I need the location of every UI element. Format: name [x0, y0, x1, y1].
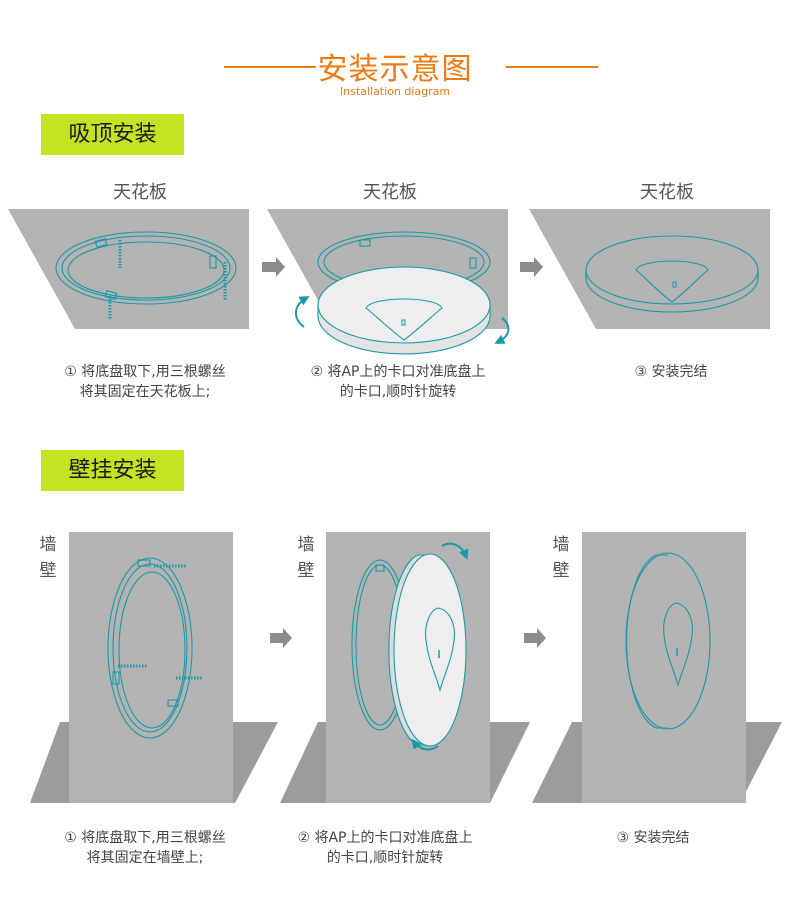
screw-icon [108, 240, 227, 320]
rotate-arrow-icon [441, 542, 469, 560]
wall-label-1-bottom: 壁 [39, 561, 57, 581]
wall-step-1-caption: ① 将底盘取下,用三根螺丝 将其固定在墙壁上; [64, 830, 226, 866]
wall-label-1-top: 墙 [39, 535, 57, 555]
ceiling-panel-1 [8, 209, 249, 329]
wall-label-3-top: 墙 [552, 535, 570, 555]
wall-label-3-bottom: 壁 [552, 561, 570, 581]
wall-step-2-caption: ② 将AP上的卡口对准底盘上 的卡口,顺时针旋转 [297, 830, 473, 866]
arrow-right-icon [524, 628, 546, 648]
wall-label-2-top: 墙 [297, 535, 315, 555]
ceiling-step3-illustration [529, 209, 770, 329]
ceiling-step-2-caption: ② 将AP上的卡口对准底盘上 的卡口,顺时针旋转 [310, 364, 486, 400]
ap-device [317, 266, 491, 355]
ceiling-heading: 吸顶安装 [41, 114, 184, 155]
ceiling-label-2: 天花板 [363, 182, 417, 203]
wall-panel-3 [582, 532, 746, 803]
wall-step3-illustration [532, 532, 782, 803]
title-rule-left [224, 66, 316, 68]
ceiling-step2-illustration [267, 209, 510, 355]
arrow-right-icon [270, 628, 292, 648]
title-rule-right [506, 66, 598, 68]
wall-panel-1 [69, 532, 233, 803]
arrow-right-icon [520, 257, 543, 277]
ceiling-step-3-caption: ③ 安装完结 [634, 364, 708, 380]
wall-label-2-bottom: 壁 [297, 561, 315, 581]
screw-icon [118, 564, 203, 680]
wall-step1-illustration [30, 532, 278, 803]
rotate-arrow-icon [411, 738, 439, 751]
ceiling-step-1-caption: ① 将底盘取下,用三根螺丝 将其固定在天花板上; [64, 364, 226, 400]
page-subtitle: Installation diagram [339, 85, 451, 98]
ceiling-label-1: 天花板 [113, 182, 167, 203]
page-title: 安装示意图 [317, 52, 473, 87]
arrow-right-icon [262, 257, 285, 277]
ceiling-step1-illustration [8, 209, 249, 329]
rotate-arrow-icon [295, 295, 310, 328]
wall-step2-illustration [280, 532, 530, 803]
rotate-arrow-icon [494, 317, 510, 344]
wall-heading: 壁挂安装 [41, 450, 184, 491]
ap-device-wall [388, 553, 467, 747]
ceiling-label-3: 天花板 [640, 182, 694, 203]
wall-step-3-caption: ③ 安装完结 [616, 830, 690, 846]
